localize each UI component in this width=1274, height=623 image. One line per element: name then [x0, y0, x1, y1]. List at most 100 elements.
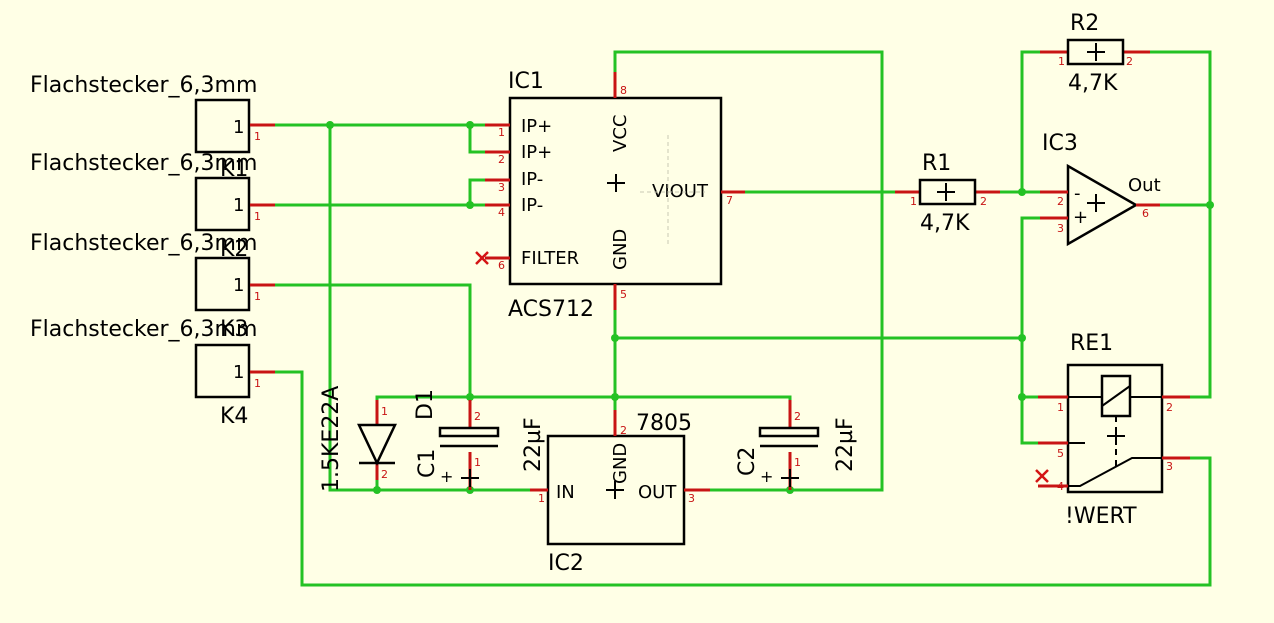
- pin-number: 3: [1166, 460, 1173, 473]
- pin-number: 2: [794, 410, 801, 423]
- pin-number: 1: [254, 130, 261, 143]
- connector-body: [194, 176, 251, 232]
- opamp-ic3[interactable]: IC3 - + 2 3 6 Out: [1040, 131, 1161, 247]
- pin-label: GND: [610, 443, 631, 484]
- resistor-body: [918, 178, 977, 206]
- component-value: !WERT: [1065, 504, 1137, 529]
- connector-k3[interactable]: Flachstecker_6,3mm 1 1 K3: [30, 231, 275, 342]
- pin-label: OUT: [638, 482, 677, 503]
- component-name: C2: [735, 447, 760, 476]
- connector-pin-label: 1: [233, 195, 244, 216]
- pin-number: 2: [1166, 401, 1173, 414]
- wire-opamp-plus: [1020, 216, 1042, 445]
- no-connect-icon: [1035, 469, 1049, 483]
- junction-dot: [1018, 334, 1026, 342]
- pin-number: 4: [498, 206, 505, 219]
- component-name: R1: [922, 151, 951, 176]
- component-name: IC1: [508, 69, 544, 94]
- component-value: 4,7K: [920, 211, 970, 236]
- connector-value: Flachstecker_6,3mm: [30, 73, 257, 98]
- component-value: 7805: [636, 411, 692, 436]
- connector-body: [194, 98, 251, 154]
- component-name: C1: [415, 449, 440, 478]
- regulator-ic2[interactable]: 7805 2 1 3 IN OUT GND IC2: [530, 410, 710, 576]
- relay-coil-diagonal: [1101, 385, 1131, 407]
- resistor-r1[interactable]: R1 1 2 4,7K: [895, 151, 1000, 236]
- resistor-r2[interactable]: R2 1 2 4,7K: [1040, 11, 1150, 96]
- pin-number: 7: [726, 194, 733, 207]
- capacitor-c2[interactable]: + 2 1 C2 22µF: [735, 400, 858, 490]
- connector-name: K3: [220, 317, 248, 342]
- component-name: IC3: [1042, 131, 1078, 156]
- opamp-minus: -: [1074, 183, 1081, 204]
- resistor-body: [1066, 38, 1125, 66]
- opamp-triangle: [1066, 163, 1139, 247]
- pin-number: 2: [1057, 195, 1064, 208]
- connector-value: Flachstecker_6,3mm: [30, 317, 257, 342]
- pin-number: 1: [910, 195, 917, 208]
- component-name: D1: [413, 389, 438, 420]
- pin-number: 2: [498, 153, 505, 166]
- relay-body: [1066, 363, 1164, 494]
- pin-label: IP+: [521, 116, 552, 137]
- pin-number: 3: [688, 492, 695, 505]
- no-connect-icon: [475, 251, 489, 265]
- component-name: RE1: [1070, 331, 1113, 356]
- pin-number: 3: [498, 181, 505, 194]
- pin-number: 2: [620, 424, 627, 437]
- connector-k2[interactable]: Flachstecker_6,3mm 1 1 K2: [30, 151, 275, 262]
- junction-dot: [466, 201, 474, 209]
- pin-number: 6: [498, 259, 505, 272]
- wire-r2-left: [1020, 50, 1042, 194]
- junction-dot: [466, 393, 474, 401]
- component-value: 1.5KE22A: [319, 386, 344, 492]
- connector-pin-label: 1: [233, 362, 244, 383]
- ic1-acs712[interactable]: IC1 1 2 3 4 6 IP+ IP+ IP- IP- FILTER 8 5…: [485, 69, 745, 322]
- capacitor-plate: [758, 426, 820, 438]
- component-name: IC2: [548, 551, 584, 576]
- relay-re1[interactable]: RE1 1 2 5 4 3 !WERT: [1038, 331, 1190, 529]
- junction-dot: [373, 486, 381, 494]
- pin-number: 2: [1126, 55, 1133, 68]
- component-value: 22µF: [833, 417, 858, 472]
- connector-pin-label: 1: [233, 117, 244, 138]
- pin-label: IP-: [521, 169, 543, 190]
- capacitor-plus: +: [760, 467, 773, 486]
- pin-number: 4: [1057, 480, 1064, 493]
- connector-k4[interactable]: Flachstecker_6,3mm 1 1 K4: [30, 317, 275, 429]
- capacitor-plus: +: [440, 467, 453, 486]
- capacitor-c1[interactable]: + 2 1 C1 22µF: [415, 400, 546, 490]
- wire-top-rail: [375, 395, 792, 402]
- capacitor-plate: [438, 426, 500, 438]
- junctions: [326, 121, 1214, 494]
- pin-number: 3: [1057, 222, 1064, 235]
- component-value: 22µF: [521, 417, 546, 472]
- component-value: 4,7K: [1068, 71, 1118, 96]
- pin-number: 1: [254, 210, 261, 223]
- component-name: R2: [1070, 11, 1099, 36]
- connector-value: Flachstecker_6,3mm: [30, 231, 257, 256]
- pin-number: 1: [1057, 401, 1064, 414]
- wire-k1-down: [328, 123, 532, 492]
- junction-dot: [1206, 201, 1214, 209]
- pin-number: 1: [381, 405, 388, 418]
- component-value: ACS712: [508, 297, 594, 322]
- connector-body: [194, 343, 251, 399]
- connector-name: K4: [220, 404, 248, 429]
- wire-k4-net: [273, 370, 1212, 587]
- diode-d1[interactable]: 1 2 D1 1.5KE22A: [319, 386, 438, 492]
- junction-dot: [466, 121, 474, 129]
- relay-switch: [1060, 457, 1165, 487]
- pin-number: 6: [1142, 207, 1149, 220]
- pin-number: 5: [620, 288, 627, 301]
- connector-value: Flachstecker_6,3mm: [30, 151, 257, 176]
- opamp-out-label: Out: [1128, 175, 1161, 196]
- wire-vcc: [613, 50, 884, 492]
- pin-number: 1: [254, 290, 261, 303]
- pin-number: 1: [474, 456, 481, 469]
- opamp-plus: +: [1073, 207, 1088, 228]
- wire-ip3-ip4: [468, 178, 487, 207]
- junction-dot: [611, 393, 619, 401]
- pin-number: 1: [498, 126, 505, 139]
- pin-label: IN: [556, 482, 575, 503]
